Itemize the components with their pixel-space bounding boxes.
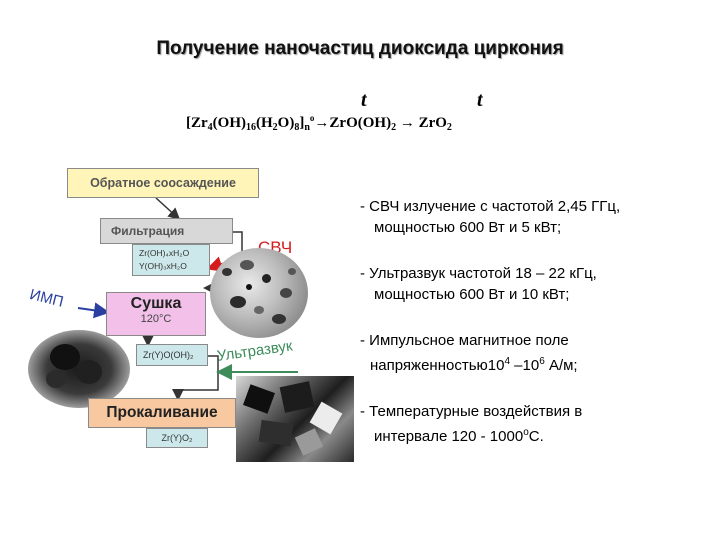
process-diagram: Обратное соосаждение Фильтрация Zr(OH)₄x…: [28, 160, 358, 462]
reaction-arrow-1: →: [314, 115, 330, 131]
bullet-ultrasound: - Ультразвук частотой 18 – 22 кГц, мощно…: [360, 265, 597, 303]
reaction-equation: [Zr4(OH)16(H2O)8]no→ZrO(OH)2 → ZrO2: [186, 113, 452, 133]
treatment-methods-list: - СВЧ излучение с частотой 2,45 ГГц, мощ…: [360, 196, 710, 472]
dried-composition: Zr(Y)O(OH)₂: [136, 344, 208, 366]
hydrate-composition: Zr(OH)₄xH₂O Y(OH)₃xH₂O: [132, 244, 210, 276]
step-coprecipitation: Обратное соосаждение: [67, 168, 259, 198]
step-drying: Сушка 120°C: [106, 292, 206, 336]
bullet-microwave: - СВЧ излучение с частотой 2,45 ГГц, мощ…: [360, 198, 621, 236]
imp-arrow: [77, 302, 110, 319]
step-calcination: Прокаливание: [88, 398, 236, 428]
micrograph-svch: [210, 248, 308, 338]
bullet-temperature: - Температурные воздействия в интервале …: [360, 403, 583, 445]
arrow-step1-to-step2: [155, 197, 181, 221]
temperature-label-2: t: [477, 89, 483, 111]
bullet-magnetic-field: - Импульсное магнитное поле напряженност…: [360, 332, 578, 374]
temperature-label-1: t: [361, 89, 367, 111]
page-title: Получение наночастиц диоксида циркония: [156, 38, 564, 59]
arrow-dried-to-step4: [172, 355, 219, 401]
reaction-arrow-2: →: [399, 115, 415, 131]
step-filtration: Фильтрация: [100, 218, 233, 244]
micrograph-ultrasound: [236, 376, 354, 462]
final-composition: Zr(Y)O₂: [146, 428, 208, 448]
micrograph-imp: [28, 330, 130, 408]
